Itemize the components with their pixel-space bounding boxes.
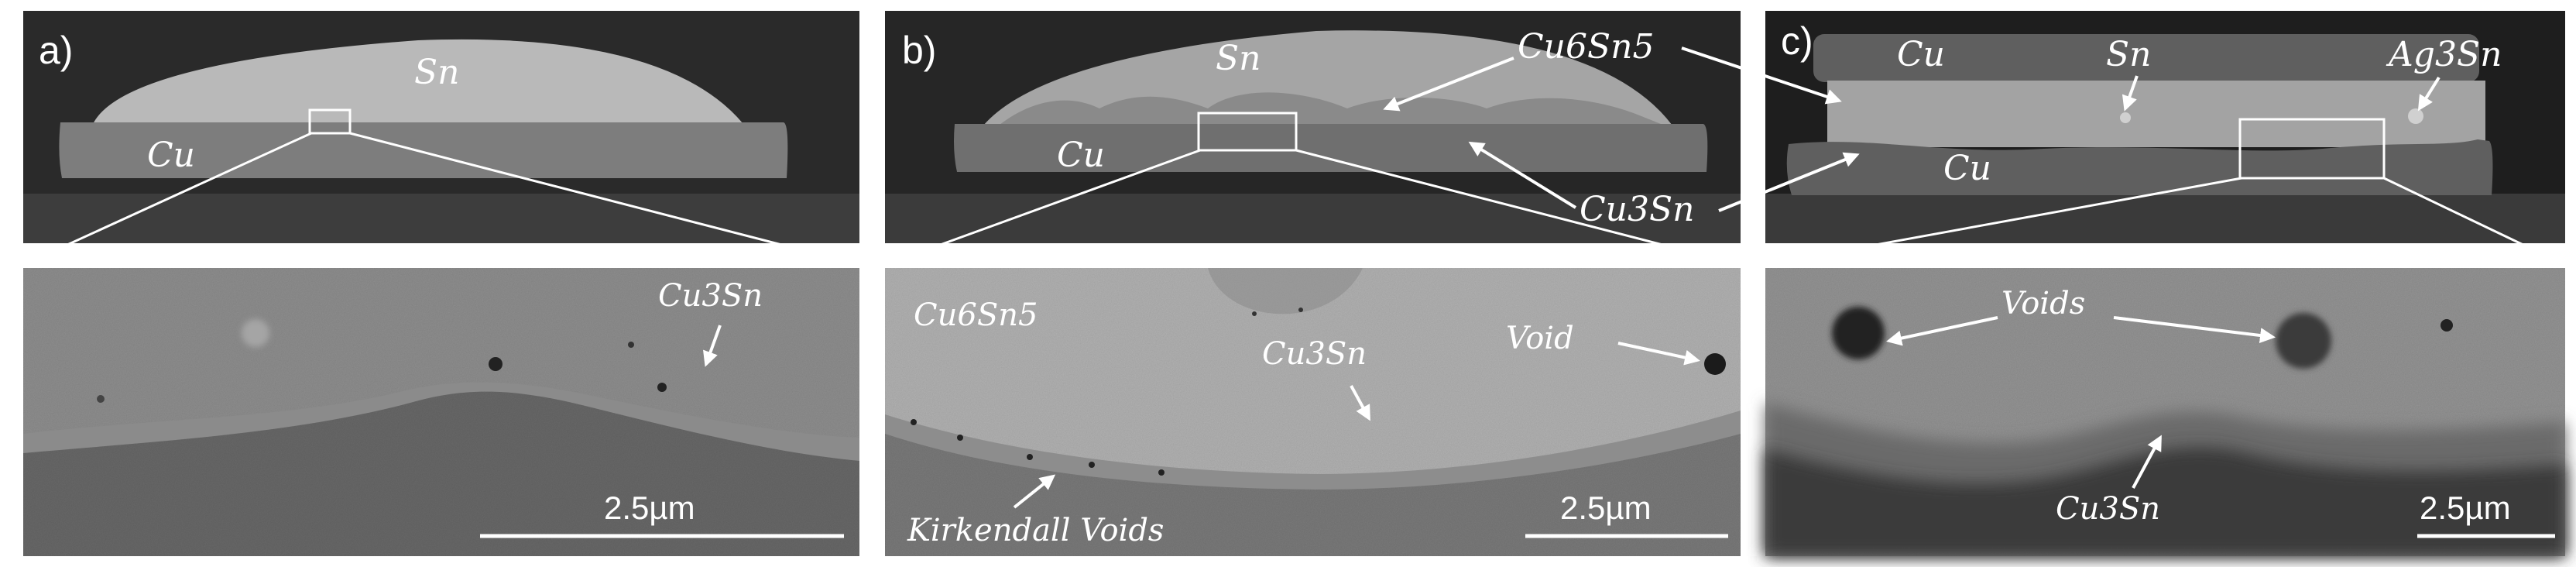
panel-c-letter: c): [1781, 19, 1813, 63]
panel-c-void-left: [1832, 307, 1885, 359]
panel-b-label-cu6sn5-top: Cu6Sn5: [1518, 27, 1654, 67]
panel-c-cu-top: [1813, 34, 2479, 82]
panel-b-cu3sn-zoom-arrow: [1350, 385, 1370, 421]
panel-a-sn-dome: [93, 39, 743, 125]
panel-a-letter: a): [39, 29, 73, 72]
panel-a-cu3sn-arrow: [703, 325, 722, 367]
panel-c-zoom-box: [2238, 118, 2386, 180]
panel-c-sn-joint: [1827, 81, 2485, 147]
panel-c-label-ag3sn: Ag3Sn: [2386, 35, 2502, 74]
panel-b-label-cu3sn-top: Cu3Sn: [1580, 190, 1694, 229]
panel-b-label-void: Void: [1506, 321, 1574, 356]
panel-c-ag3sn-arrow: [2417, 76, 2441, 112]
panel-c-cu3sn-arrow: [2132, 435, 2162, 489]
panel-b-label-kirkendall: Kirkendall Voids: [907, 513, 1164, 548]
panel-a: a) Sn Cu Cu3Sn 2.5µm: [22, 11, 860, 556]
panel-c-label-cu-top: Cu: [1897, 35, 1945, 74]
panel-b-label-cu6sn5-zoom: Cu6Sn5: [914, 297, 1038, 333]
panel-c-cu-region: [1765, 447, 2565, 556]
panel-b-cu6sn5-arrow: [1383, 57, 1514, 112]
panel-c-label-cu3sn: Cu3Sn: [2056, 491, 2160, 527]
panel-b-label-cu3sn-zoom: Cu3Sn: [1262, 336, 1367, 372]
panel-b-cu-region: [885, 434, 1741, 556]
panel-c-void-right: [2276, 313, 2331, 369]
panel-b: b) Sn Cu Cu6Sn5 Cu3Sn Cu6Sn5 Cu3Sn Void …: [884, 11, 1741, 556]
panel-a-scale-text: 2.5µm: [604, 490, 695, 526]
panel-c-cu-bottom: [1786, 139, 2493, 195]
panel-c-label-sn: Sn: [2106, 35, 2151, 74]
panel-b-zoom-box: [1197, 112, 1298, 152]
panel-b-letter: b): [902, 29, 936, 72]
panel-a-zoom-box: [308, 108, 352, 135]
panel-b-label-cu: Cu: [1057, 136, 1105, 175]
panel-c: c) Cu Sn Ag3Sn Cu Voids Cu3Sn 2.5µm: [1681, 11, 2566, 556]
panel-c-sn-arrow: [2122, 75, 2139, 112]
panel-b-label-sn: Sn: [1216, 39, 1261, 78]
panel-a-cu-region: [23, 391, 859, 556]
panel-b-to-c-cu3sn-arrow: [1718, 152, 1860, 212]
panel-b-void-arrow: [1617, 342, 1700, 366]
panel-c-label-cu-bottom: Cu: [1943, 149, 1991, 188]
panel-b-cu3sn-arrow: [1468, 141, 1577, 209]
panel-c-voids-arrow-right: [2113, 316, 2276, 343]
panel-a-label-cu: Cu: [147, 136, 195, 175]
panel-c-voids-arrow-left: [1886, 316, 1998, 346]
panel-c-label-voids: Voids: [2001, 286, 2085, 321]
panel-b-cu-substrate: [954, 124, 1708, 172]
panel-c-scale-text: 2.5µm: [2420, 490, 2511, 526]
panel-a-label-sn: Sn: [414, 53, 459, 92]
panel-b-kirkendall-arrow: [1013, 474, 1056, 509]
panel-b-scale-text: 2.5µm: [1560, 490, 1652, 526]
panel-b-cu6sn5-layer: [999, 92, 1665, 125]
panel-b-to-c-cu6sn5-arrow: [1681, 46, 1842, 105]
panel-a-label-cu3sn: Cu3Sn: [658, 278, 763, 314]
